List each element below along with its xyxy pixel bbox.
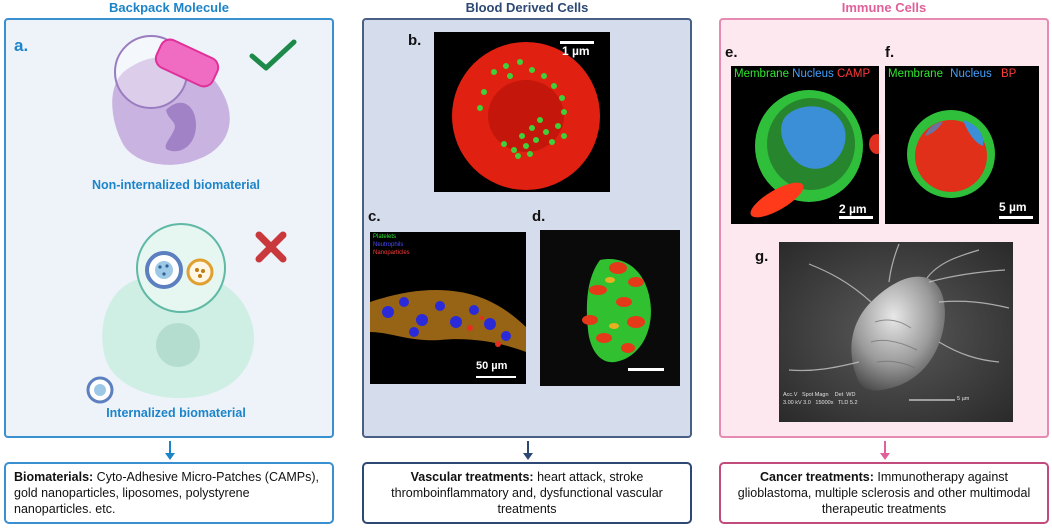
- panel-letter-a: a.: [14, 36, 29, 55]
- box-biomaterials: Biomaterials: Cyto-Adhesive Micro-Patche…: [4, 462, 334, 524]
- box-cancer-treatments: Cancer treatments: Immunotherapy against…: [719, 462, 1049, 524]
- panel-letter-c: c.: [368, 208, 381, 225]
- sem-info-line1: Acc.V Spot Magn Det WD: [783, 392, 856, 398]
- panel-letter-g: g.: [755, 248, 769, 265]
- sem-info-line2: 3.00 kV 3.0 15000x TLD 5.2: [783, 400, 858, 406]
- panel-letter-d: d.: [532, 208, 546, 225]
- legend-c-platelets: Platelets: [373, 234, 397, 240]
- down-arrow-icon-blue: [165, 441, 175, 460]
- legend-f-bp: BP: [1000, 68, 1017, 80]
- panel-letter-e: e.: [725, 44, 738, 61]
- scale-bar-b-label: 1 µm: [562, 44, 590, 58]
- cancer-text: Immunotherapy against glioblastoma, mult…: [737, 470, 1031, 516]
- down-arrow-icon-navy: [523, 441, 533, 460]
- caption-non-internalized: Non-internalized biomaterial: [91, 178, 261, 192]
- legend-e-membrane: Membrane: [734, 68, 789, 80]
- micrograph-d-platelet-nanoparticles: [540, 230, 680, 386]
- panel-immune: e. Membrane Nucleus CAMP 2 µm f. Membran…: [719, 18, 1049, 438]
- scale-bar-c-label: 50 µm: [476, 360, 508, 372]
- micrograph-b-red-blood-cell: 1 µm: [434, 32, 610, 192]
- micrograph-f-bp-cell: Membrane Nucleus BP 5 µm: [885, 66, 1039, 224]
- caption-internalized: Internalized biomaterial: [106, 406, 246, 420]
- legend-f-nucleus: Nucleus: [950, 68, 992, 80]
- scale-bar-e-label: 2 µm: [839, 202, 867, 216]
- cancer-label: Cancer treatments:: [759, 470, 874, 484]
- title-backpack-molecule: Backpack Molecule: [109, 0, 229, 15]
- box-vascular-treatments: Vascular treatments: heart attack, strok…: [362, 462, 692, 524]
- cross-mark-icon: [255, 231, 287, 263]
- sem-scale-label: 5 µm: [957, 396, 970, 402]
- scale-bar-f-label: 5 µm: [999, 200, 1027, 214]
- micrograph-c-platelets-neutrophils: Platelets Neutrophils Nanoparticles 50 µ…: [370, 232, 526, 384]
- biomaterials-text: Cyto-Adhesive Micro-Patches (CAMPs), gol…: [14, 470, 319, 516]
- panel-backpack: a. Non-internalized biomaterial Internal…: [4, 18, 334, 438]
- title-blood-derived-cells: Blood Derived Cells: [465, 0, 589, 15]
- legend-f-membrane: Membrane: [888, 68, 943, 80]
- non-internalized-cell-illustration: [112, 35, 230, 165]
- legend-c-neutrophils: Neutrophils: [373, 242, 404, 248]
- panel-letter-f: f.: [885, 44, 895, 61]
- legend-c-nanoparticles: Nanoparticles: [373, 250, 410, 256]
- down-arrow-icon-pink: [880, 441, 890, 460]
- legend-e-nucleus: Nucleus: [792, 68, 834, 80]
- vascular-text: heart attack, stroke thromboinflammatory…: [391, 470, 663, 516]
- biomaterials-label: Biomaterials:: [14, 470, 94, 484]
- vascular-label: Vascular treatments:: [410, 470, 534, 484]
- panel-blood-derived: b. 1 µm c.: [362, 18, 692, 438]
- micrograph-g-sem-immune-cell: Acc.V Spot Magn Det WD 3.00 kV 3.0 15000…: [779, 242, 1013, 422]
- check-mark-icon: [249, 39, 297, 71]
- micrograph-e-camp-cell: Membrane Nucleus CAMP 2 µm: [731, 66, 879, 224]
- internalized-cell-illustration: [86, 223, 254, 404]
- title-immune-cells: Immune Cells: [841, 0, 927, 15]
- panel-letter-b: b.: [408, 32, 422, 49]
- legend-e-camp: CAMP: [836, 68, 871, 80]
